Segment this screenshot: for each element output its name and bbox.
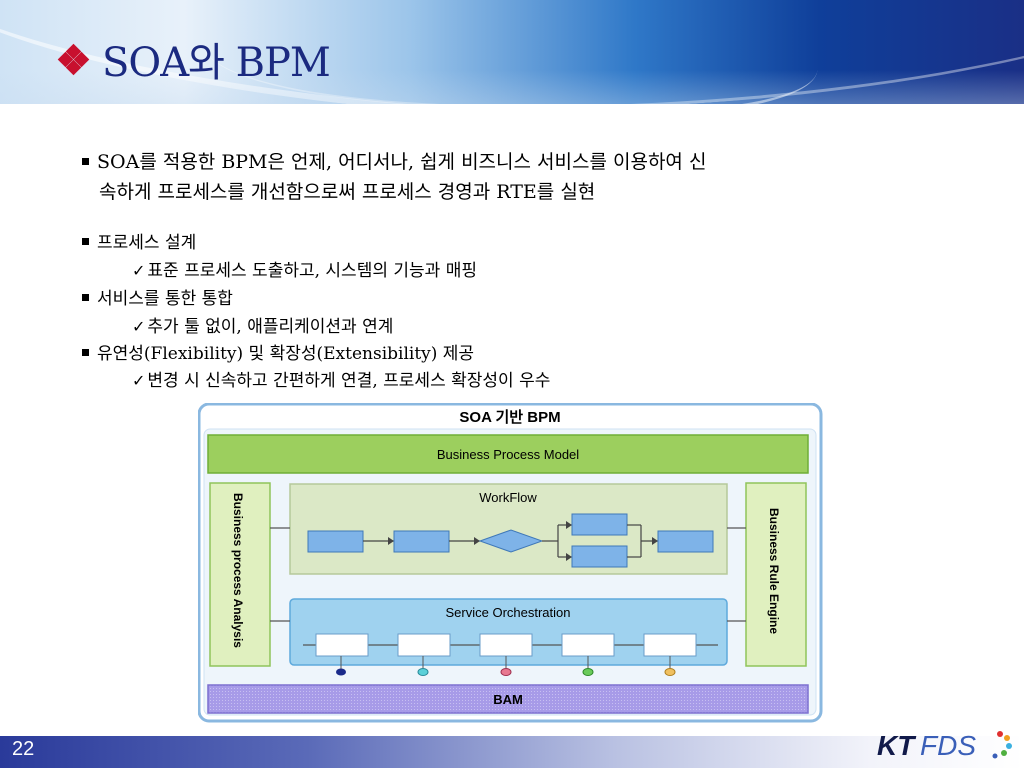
kt-fds-logo: KT FDS: [877, 730, 1012, 761]
service-node: [643, 633, 697, 657]
bullet-label: 프로세스 설계: [97, 233, 197, 253]
workflow-arrowhead: [566, 521, 572, 529]
workflow-arrowhead: [474, 537, 480, 545]
service-node: [479, 633, 533, 657]
endpoint-dot: [664, 668, 676, 676]
logo-dot: [1001, 750, 1007, 756]
business-process-model-label: Business Process Model: [437, 447, 579, 462]
list-item: 유연성(Flexibility) 및 확장성(Extensibility) 제공: [82, 341, 474, 367]
checkmark-icon: ✓: [132, 371, 146, 390]
business-process-model-bar: [207, 434, 809, 474]
sub-item-text: 추가 툴 없이, 애플리케이션과 연계: [147, 317, 394, 337]
logo-dot: [997, 731, 1003, 737]
business-rule-engine-bar: [745, 482, 807, 667]
service-node: [315, 633, 369, 657]
service-orchestration-label: Service Orchestration: [446, 605, 571, 620]
workflow-node: [571, 545, 628, 568]
logo-dot: [992, 753, 998, 759]
soa-bpm-diagram: SOA 기반 BPM Business Process Model Busine…: [198, 403, 823, 723]
workflow-arrowhead: [388, 537, 394, 545]
workflow-label: WorkFlow: [479, 490, 537, 505]
intro-continuation: 속하게 프로세스를 개선함으로써 프로세스 경영과 RTE를 실현: [99, 178, 595, 206]
square-bullet-icon: [82, 238, 89, 245]
square-bullet-icon: [82, 349, 89, 356]
diagram-title: SOA 기반 BPM: [459, 409, 560, 426]
endpoint-dot: [336, 668, 346, 676]
square-bullet-icon: [82, 157, 89, 165]
square-bullet-icon: [82, 294, 89, 301]
slide-title-row: SOA와 BPM: [57, 30, 331, 88]
diamond-cluster-icon: [57, 43, 90, 76]
business-rule-engine-label: Business Rule Engine: [767, 508, 781, 634]
intro-text-line2: 속하게 프로세스를 개선함으로써 프로세스 경영과 RTE를 실현: [99, 181, 596, 203]
banner-shade: [0, 70, 1024, 104]
workflow-arrowhead: [652, 537, 658, 545]
bullet-label: 유연성(Flexibility) 및 확장성(Extensibility) 제공: [97, 344, 475, 364]
bam-label: BAM: [493, 692, 523, 707]
title-banner: [0, 0, 1024, 104]
workflow-box: [289, 483, 728, 575]
intro-bullet: SOA를 적용한 BPM은 언제, 어디서나, 쉽게 비즈니스 서비스를 이용하…: [82, 148, 706, 176]
sub-item-text: 변경 시 신속하고 간편하게 연결, 프로세스 확장성이 우수: [147, 371, 551, 391]
page-number: 22: [12, 738, 35, 760]
service-node: [397, 633, 451, 657]
logo-fds-text: FDS: [920, 730, 976, 761]
list-item: 프로세스 설계: [82, 230, 196, 256]
workflow-node: [571, 513, 628, 536]
bam-bar: [207, 684, 809, 714]
service-node: [561, 633, 615, 657]
sub-item: ✓변경 시 신속하고 간편하게 연결, 프로세스 확장성이 우수: [132, 368, 550, 394]
slide-title: SOA와 BPM: [102, 40, 331, 86]
endpoint-dot: [582, 668, 594, 676]
bullet-label: 서비스를 통한 통합: [97, 289, 233, 309]
business-process-analysis-label: Business process Analysis: [231, 493, 245, 648]
footer-bar: [0, 736, 1024, 768]
workflow-node: [393, 530, 450, 553]
workflow-node: [307, 530, 364, 553]
intro-text-line1: SOA를 적용한 BPM은 언제, 어디서나, 쉽게 비즈니스 서비스를 이용하…: [97, 151, 707, 173]
logo-kt-text: KT: [877, 730, 917, 761]
list-item: 서비스를 통한 통합: [82, 286, 233, 312]
logo-dot: [1004, 735, 1010, 741]
logo-dot: [1006, 743, 1012, 749]
sub-item: ✓표준 프로세스 도출하고, 시스템의 기능과 매핑: [132, 258, 477, 284]
sub-item-text: 표준 프로세스 도출하고, 시스템의 기능과 매핑: [147, 261, 477, 281]
sub-item: ✓추가 툴 없이, 애플리케이션과 연계: [132, 314, 393, 340]
business-process-analysis-bar: [209, 482, 271, 667]
checkmark-icon: ✓: [132, 261, 146, 280]
workflow-node: [657, 530, 714, 553]
checkmark-icon: ✓: [132, 317, 146, 336]
endpoint-dot: [500, 668, 512, 676]
workflow-arrowhead: [566, 553, 572, 561]
endpoint-dot: [417, 668, 429, 676]
